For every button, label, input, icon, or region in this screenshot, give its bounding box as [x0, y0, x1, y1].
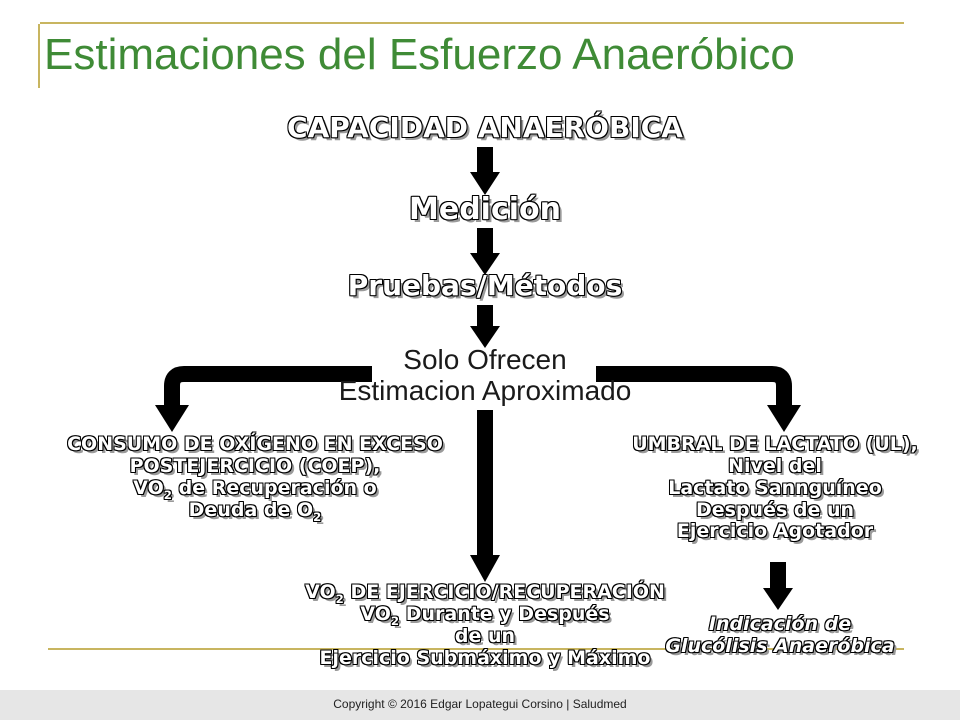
arrow-head-indication — [763, 588, 793, 610]
arrow-branch-right — [596, 366, 792, 408]
arrow-head-lower — [470, 326, 500, 348]
lactate-threshold-branch: UMBRAL DE LACTATO (UL), Nivel del Lactat… — [590, 433, 960, 543]
lactate-line4: Después de un — [695, 498, 855, 521]
vo2-line2: VO2 Durante y Después — [360, 602, 610, 628]
arrow-shaft-indication — [770, 562, 786, 590]
arrow-shaft-middle — [477, 228, 493, 256]
epoc-branch: CONSUMO DE OXÍGENO EN EXCESO POSTEJERCIC… — [20, 433, 490, 524]
vo2-line1: VO2 DE EJERCICIO/RECUPERACIÓN — [305, 581, 665, 606]
epoc-line1: CONSUMO DE OXÍGENO EN EXCESO — [67, 433, 443, 455]
vo2-line4: Ejercicio Submáximo y Máximo — [319, 646, 651, 669]
lactate-line2: Nivel del — [728, 454, 822, 477]
arrow-head-right — [767, 405, 801, 432]
lactate-line3: Lactato Sannguíneo — [668, 476, 882, 499]
exercise-recovery-vo2-branch: VO2 DE EJERCICIO/RECUPERACIÓN VO2 Durant… — [180, 581, 790, 669]
epoc-line4: Deuda de O2 — [188, 498, 322, 524]
bottom-rule — [48, 648, 904, 650]
estimation-note-line2: Estimacion Aproximado — [338, 375, 632, 407]
measurement-label: Medición — [409, 192, 561, 227]
arrow-shaft-top — [477, 147, 493, 175]
arrow-head-center — [470, 555, 500, 582]
arrow-head-top — [470, 172, 500, 195]
arrow-head-middle — [470, 253, 500, 275]
glycolysis-indication: Indicación de Glucólisis Anaeróbica — [620, 613, 940, 658]
epoc-line3: VO2 de Recuperación o — [133, 476, 377, 502]
estimation-note-line1: Solo Ofrecen — [403, 344, 567, 375]
page-title: Estimaciones del Esfuerzo Anaeróbico — [44, 30, 795, 79]
estimation-note: Solo Ofrecen Estimacion Aproximado — [240, 344, 730, 407]
lactate-line5: Ejercicio Agotador — [676, 520, 874, 543]
indication-line2: Glucólisis Anaeróbica — [665, 634, 895, 657]
capacity-heading: CAPACIDAD ANAERÓBICA — [287, 111, 683, 144]
arrow-branch-left — [164, 366, 372, 408]
indication-line1: Indicación de — [708, 613, 852, 635]
epoc-line2: POSTEJERCICIO (COEP), — [129, 454, 381, 477]
lactate-line1: UMBRAL DE LACTATO (UL), — [632, 433, 918, 455]
arrow-shaft-center — [477, 410, 493, 560]
vo2-line3: de un — [454, 624, 516, 647]
title-left-rule — [38, 24, 40, 88]
tests-methods-label: Pruebas/Métodos — [347, 269, 623, 302]
copyright-text: Copyright © 2016 Edgar Lopategui Corsino… — [333, 697, 627, 711]
arrow-head-left — [155, 405, 189, 432]
top-rule — [40, 22, 904, 24]
footer-bar: Copyright © 2016 Edgar Lopategui Corsino… — [0, 690, 960, 720]
arrow-shaft-lower — [477, 305, 493, 329]
